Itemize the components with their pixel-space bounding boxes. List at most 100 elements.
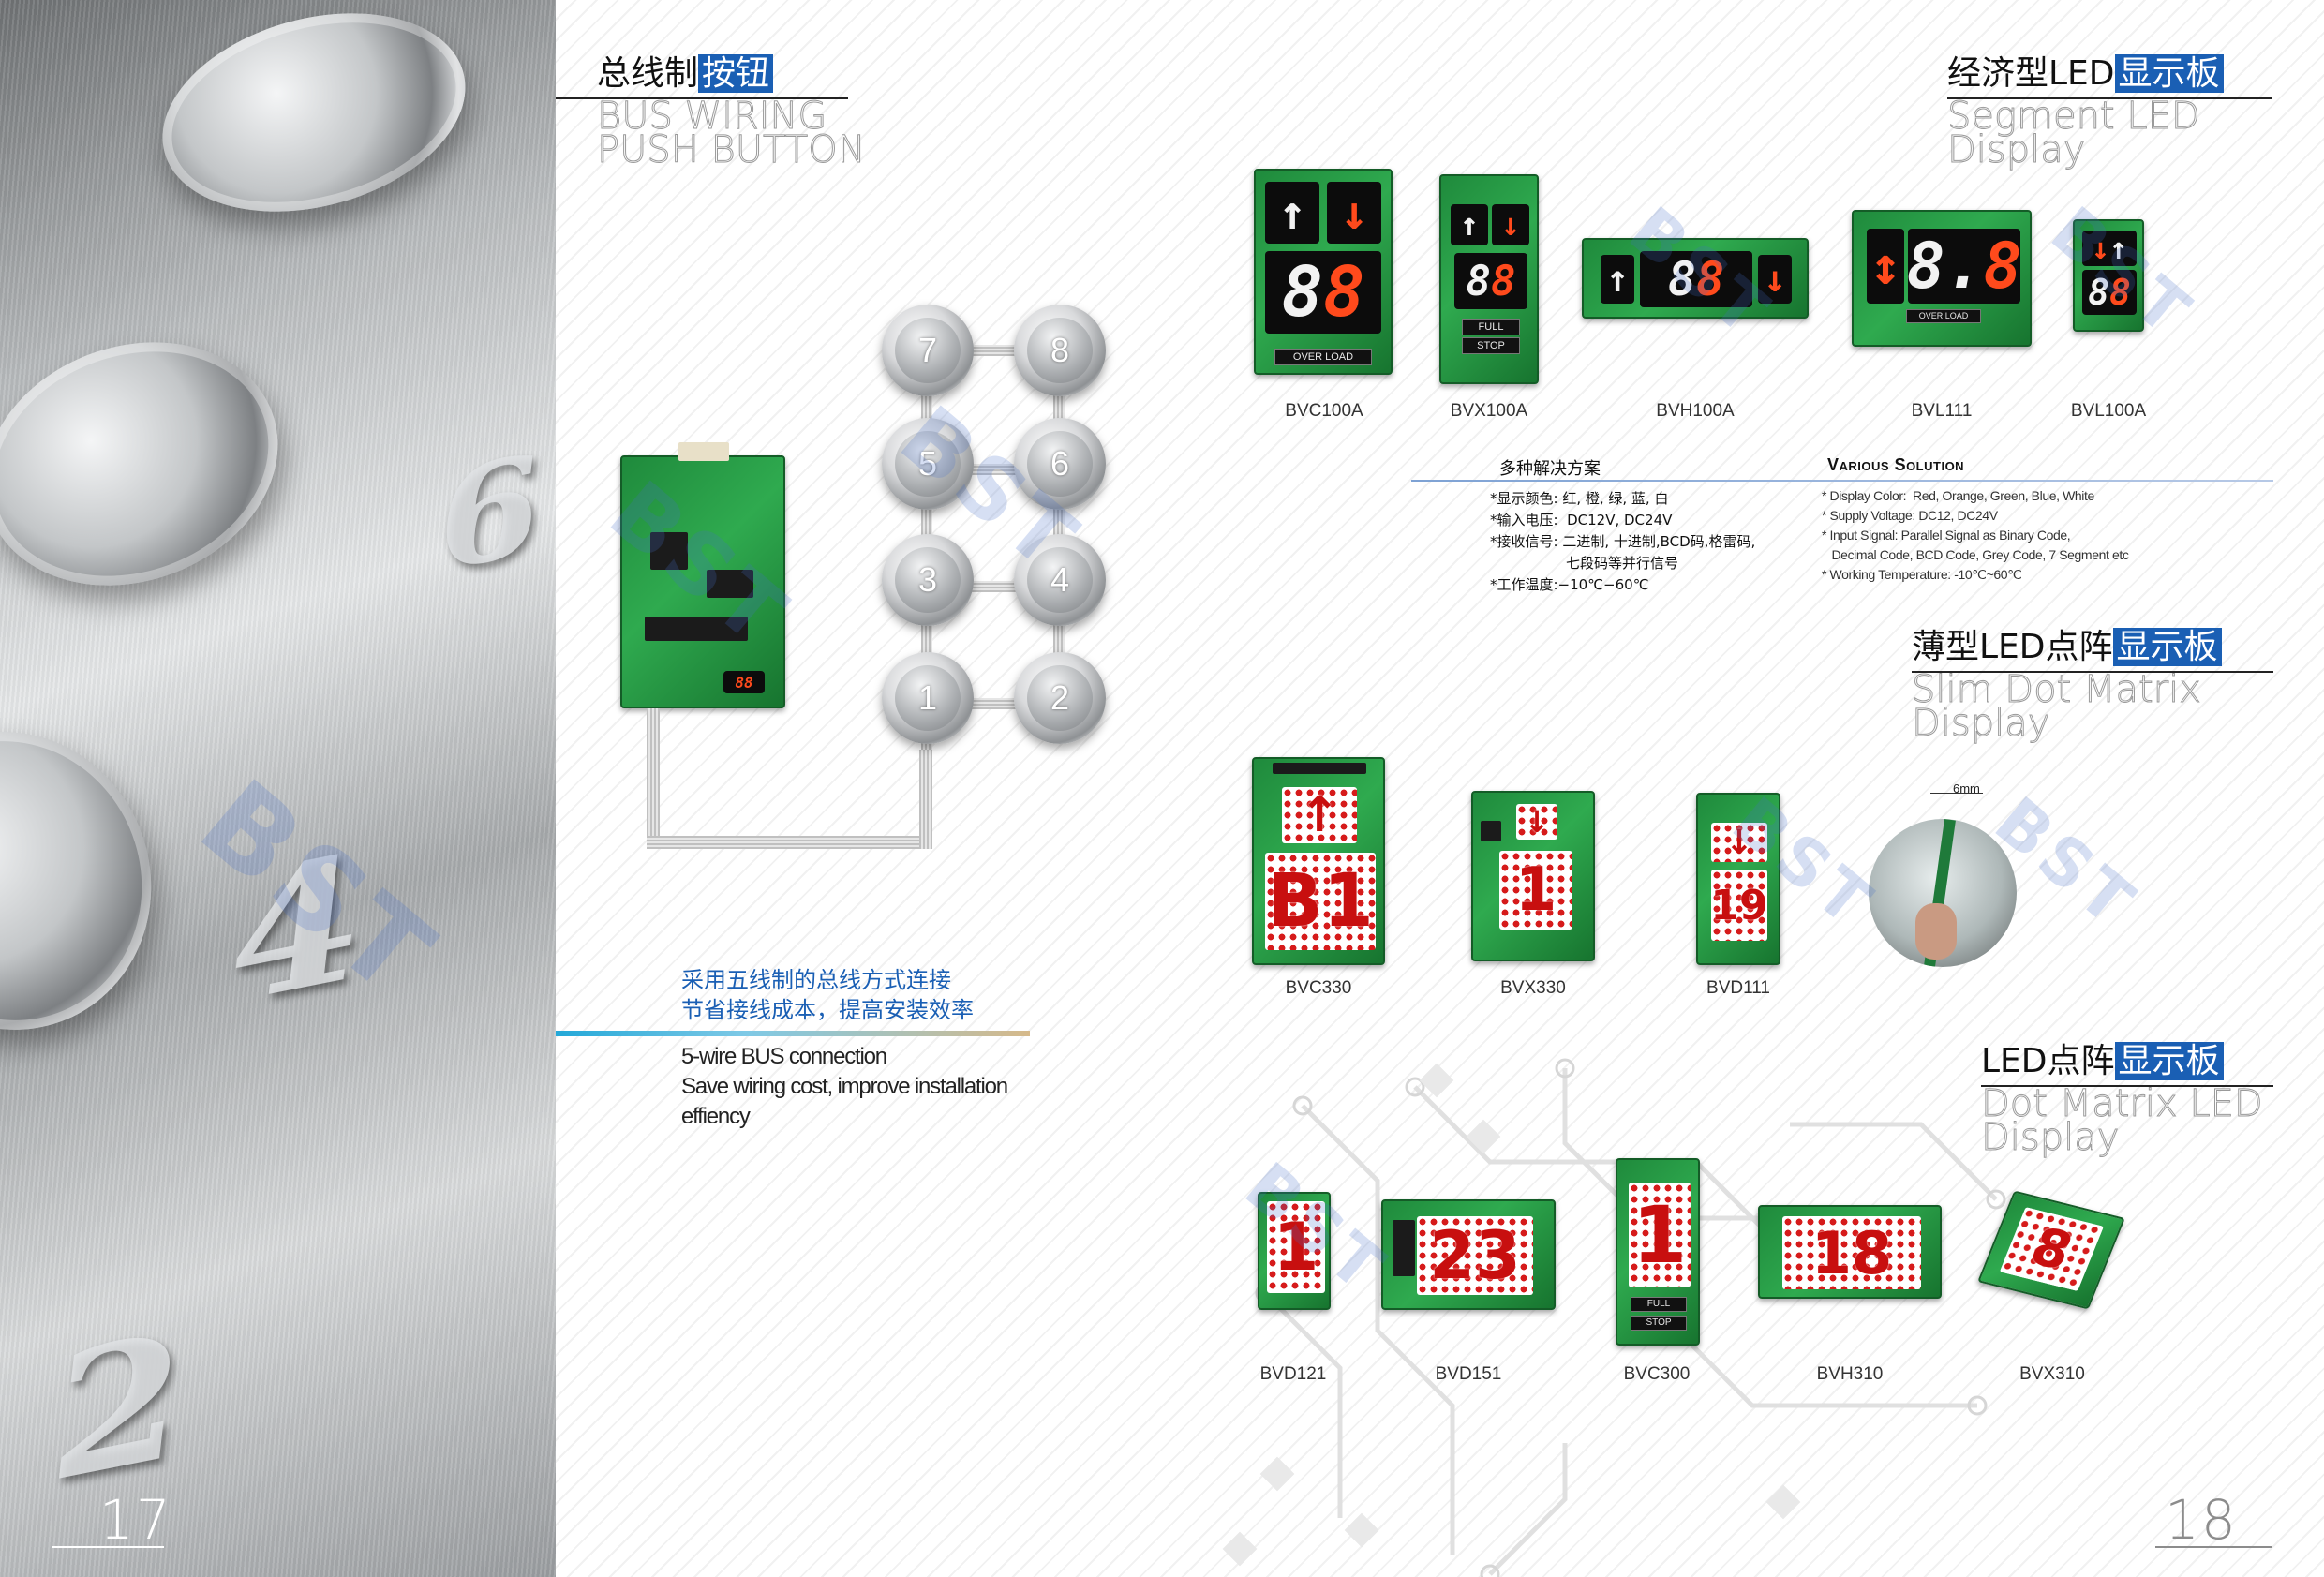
metal-button-lower [0, 692, 193, 1070]
board-bvd151: 23 [1381, 1199, 1556, 1310]
heading-rule [1947, 97, 2272, 99]
heading-en-line1: Dot Matrix LED [1981, 1082, 2264, 1125]
arrow-display: ↓ [1492, 204, 1529, 245]
heading-cn-highlight: 显示板 [2114, 54, 2224, 93]
heading-rule [556, 97, 848, 99]
dot-matrix-display: 18 [1782, 1216, 1921, 1289]
dot-matrix-text: 1 [1514, 855, 1557, 925]
board-bvh310: 18 [1758, 1205, 1942, 1299]
board-bvd121: 1 [1258, 1192, 1331, 1310]
heading-cn: 总线制按钮 [556, 52, 848, 96]
thickness-photo [1869, 819, 2017, 967]
model-label: BVL100A [2070, 401, 2147, 421]
push-button-4[interactable]: 4 [1014, 534, 1106, 626]
heading-en-line2: Display [1981, 1116, 2120, 1159]
heading-cn: LED点阵显示板 [1981, 1040, 2273, 1083]
solution-title-en: Various Solution [1827, 455, 1965, 474]
model-label: BVC330 [1285, 978, 1352, 998]
board-bvc300: 1 FULL STOP [1616, 1158, 1700, 1346]
ribbon-cable [919, 750, 932, 849]
arrow-display: ↕ [1867, 229, 1904, 304]
arrow-display: ↑ [1451, 204, 1488, 245]
dot-matrix-display: 8 [1999, 1207, 2105, 1292]
solution-details-en: * Display Color: Red, Orange, Green, Blu… [1822, 488, 2129, 582]
board-bvd111: ↓ 19 [1696, 793, 1780, 965]
model-label: BVX100A [1450, 401, 1528, 421]
thickness-indicator-line [1930, 793, 1983, 794]
heading-cn-plain: LED点阵 [1981, 1042, 2115, 1080]
dot-matrix-text: 1 [1631, 1189, 1688, 1281]
dot-matrix-text: 1 [1273, 1209, 1319, 1286]
heading-en-line2: PUSH BUTTON [597, 128, 867, 171]
arrow-display: ↓↑ [2082, 231, 2137, 266]
heading-en-line2: Display [1912, 702, 2050, 745]
engraved-digit-6: 6 [428, 423, 550, 604]
heading-en-line2: Display [1947, 128, 2086, 171]
push-button-7[interactable]: 7 [882, 305, 974, 396]
arrow-matrix: ↓ [1516, 804, 1557, 840]
metal-button-top [140, 0, 488, 244]
solution-details-cn: *显示颜色: 红, 橙, 绿, 蓝, 白 *输入电压: DC12V, DC24V… [1490, 490, 1756, 593]
dot-matrix-text: 8 [2022, 1215, 2081, 1283]
board-chip [650, 532, 688, 570]
arrow-display: ↓ [1327, 182, 1381, 244]
dot-matrix-display: 23 [1417, 1216, 1533, 1295]
page-number-left: 17 [99, 1488, 172, 1552]
slim-dot-matrix-heading: 薄型LED点阵显示板 Slim Dot Matrix Display [1912, 626, 2273, 745]
board-bvl111: ↕ 8.8 OVER LOAD [1852, 210, 2032, 347]
arrow-matrix: ↓ [1711, 823, 1767, 862]
heading-rule [1912, 671, 2273, 673]
feature-description-en: 5-wire BUS connection Save wiring cost, … [681, 1044, 1008, 1129]
engraved-digit-4: 4 [219, 813, 373, 1045]
full-label: FULL [1462, 319, 1520, 335]
dot-matrix-display: 19 [1710, 870, 1768, 941]
thickness-finger [1915, 903, 1957, 960]
brushed-metal-photo: 6 4 2 BST [0, 0, 556, 1577]
push-button-1[interactable]: 1 [882, 652, 974, 744]
board-bvx330: ↓ 1 [1471, 791, 1595, 961]
heading-cn-plain: 经济型LED [1947, 54, 2115, 93]
solution-divider [1411, 480, 2273, 482]
full-label: FULL [1631, 1297, 1687, 1312]
push-button-5[interactable]: 5 [882, 418, 974, 510]
board-chip [707, 570, 753, 598]
model-label: BVD151 [1435, 1364, 1502, 1384]
heading-cn: 薄型LED点阵显示板 [1912, 626, 2273, 669]
dot-matrix-display: 1 [1629, 1183, 1691, 1287]
stop-label: STOP [1631, 1316, 1687, 1331]
push-button-2[interactable]: 2 [1014, 652, 1106, 744]
dot-matrix-display: 1 [1499, 851, 1572, 930]
over-load-label: OVER LOAD [1274, 349, 1372, 365]
push-button-label: 1 [895, 665, 961, 731]
heading-cn-plain: 薄型LED点阵 [1912, 628, 2113, 666]
model-label: BVC300 [1623, 1364, 1691, 1384]
push-button-3[interactable]: 3 [882, 534, 974, 626]
page-number-right-rule [2155, 1546, 2272, 1548]
thickness-label: 6mm [1953, 781, 1980, 796]
push-button-6[interactable]: 6 [1014, 418, 1106, 510]
push-button-8[interactable]: 8 [1014, 305, 1106, 396]
dot-matrix-display: 1 [1267, 1201, 1325, 1293]
model-label: BVL111 [1911, 401, 1973, 421]
dot-matrix-text: B1 [1267, 859, 1374, 944]
heading-en-line1: Slim Dot Matrix [1912, 668, 2202, 711]
heading-cn-highlight: 显示板 [2114, 1042, 2224, 1080]
stop-label: STOP [1462, 337, 1520, 354]
board-connector [678, 442, 729, 461]
model-label: BVD111 [1706, 978, 1770, 998]
push-button-label: 8 [1027, 318, 1093, 383]
model-label: BVX330 [1500, 978, 1566, 998]
bus-push-button-heading: 总线制按钮 BUS WIRING PUSH BUTTON [556, 52, 867, 171]
push-button-label: 5 [895, 431, 961, 497]
push-button-label: 7 [895, 318, 961, 383]
heading-en-line1: Segment LED [1947, 95, 2201, 138]
ribbon-cable [647, 708, 660, 849]
model-label: BVH310 [1816, 1364, 1884, 1384]
solution-title-cn: 多种解决方案 [1499, 459, 1601, 479]
board-seven-segment: 88 [723, 671, 765, 693]
